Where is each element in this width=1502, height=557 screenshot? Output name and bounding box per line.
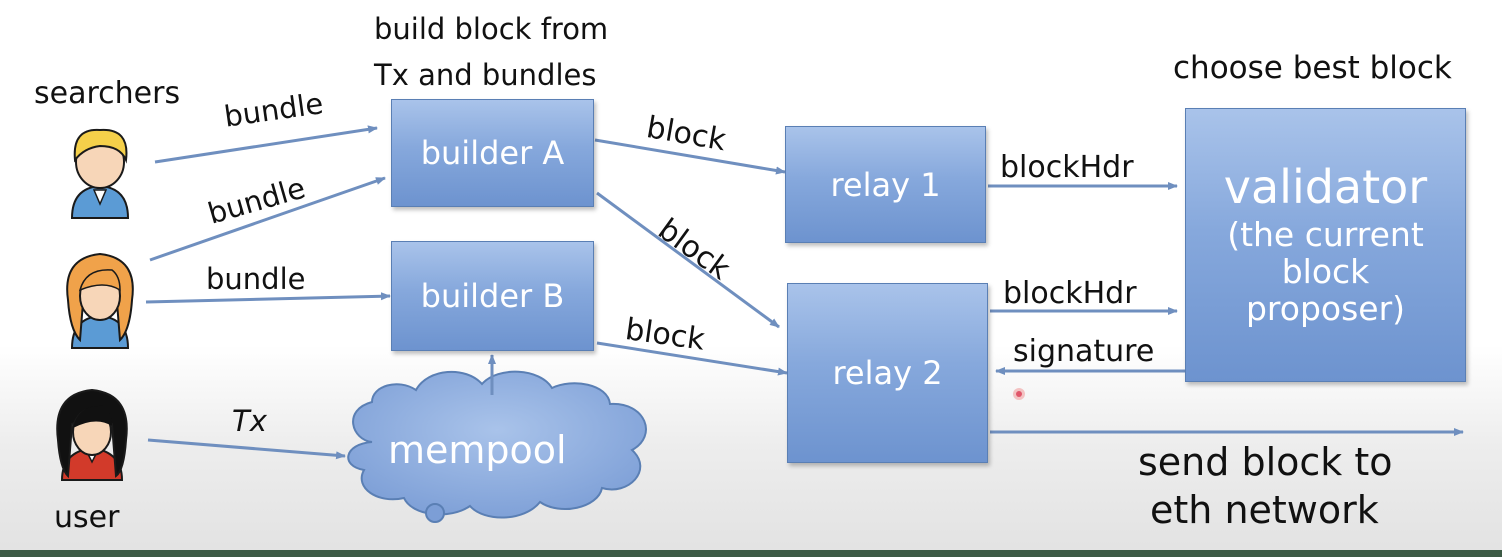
- builder-b-label: builder B: [420, 277, 565, 315]
- arrow-builder-a-to-relay-1: [594, 138, 786, 175]
- person-yellow-hair-icon: [70, 128, 130, 219]
- blockhdr-label-2: blockHdr: [1003, 276, 1137, 311]
- arrow-searcher2-to-builder-a: [149, 176, 386, 262]
- builder-a-label: builder A: [420, 134, 565, 172]
- searchers-label: searchers: [34, 76, 181, 111]
- arrow-searcher1-to-builder-a: [154, 125, 378, 164]
- mempool-cloud-shape: [347, 370, 647, 523]
- arrow-user-to-mempool: [147, 438, 346, 460]
- relay-1-label: relay 1: [830, 165, 941, 204]
- build-note-line-1: build block from: [374, 12, 609, 46]
- validator-line-2: block: [1281, 252, 1370, 292]
- validator-line-3: proposer): [1245, 289, 1406, 329]
- relay-2-label: relay 2: [832, 354, 943, 392]
- tx-label: Tx: [232, 404, 267, 438]
- arrow-builder-a-to-relay-2: [596, 191, 780, 329]
- relay-1-box: relay 1: [785, 126, 986, 243]
- mempool-label: mempool: [388, 428, 567, 472]
- build-note-line-2: Tx and bundles: [374, 58, 597, 92]
- validator-title: validator: [1223, 159, 1428, 214]
- builder-b-box: builder B: [391, 241, 594, 351]
- pointer-dot-icon: [1013, 388, 1025, 400]
- person-orange-hair-icon: [66, 252, 134, 349]
- validator-line-1: (the current: [1227, 215, 1424, 255]
- bottom-bar: [0, 550, 1502, 557]
- bundle-label-3: bundle: [206, 262, 306, 296]
- builder-a-box: builder A: [391, 99, 594, 207]
- send-block-line-2: eth network: [1150, 488, 1379, 532]
- validator-box: validator (the current block proposer): [1185, 108, 1466, 382]
- choose-note: choose best block: [1173, 50, 1452, 86]
- person-black-hair-icon: [56, 388, 128, 481]
- send-block-line-1: send block to: [1138, 440, 1393, 484]
- arrow-searcher2-to-builder-b: [145, 292, 391, 304]
- blockhdr-label-1: blockHdr: [1000, 150, 1134, 185]
- arrow-builder-b-to-relay-2: [596, 341, 788, 376]
- signature-label: signature: [1013, 334, 1155, 369]
- relay-2-box: relay 2: [787, 283, 988, 463]
- user-label: user: [54, 500, 120, 535]
